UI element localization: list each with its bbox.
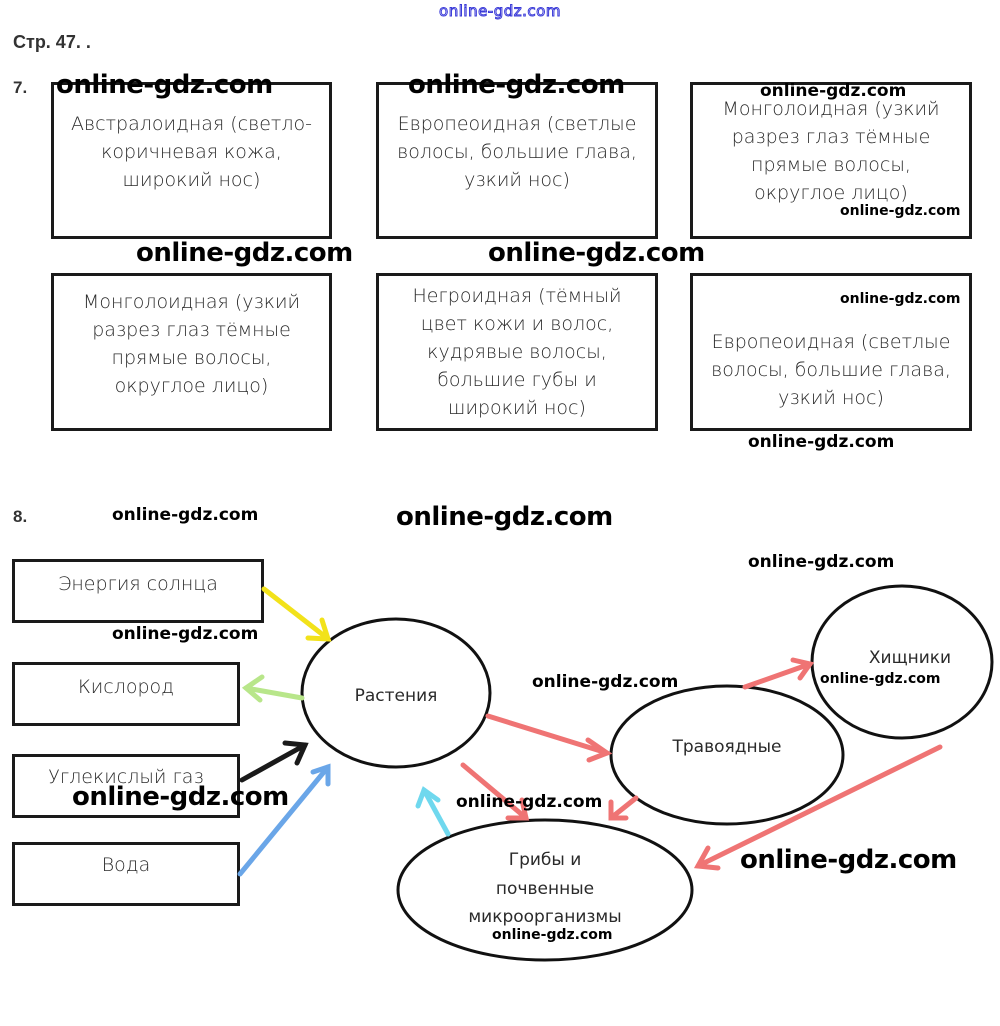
source-label: Кислород xyxy=(77,676,175,698)
watermark: online-gdz.com xyxy=(740,845,957,875)
arrow-herbivores-to-decomposers xyxy=(608,795,639,821)
race-box-1: Австралоидная (светло- коричневая кожа, … xyxy=(51,82,332,239)
plants-label: Растения xyxy=(355,686,438,706)
watermark: online-gdz.com xyxy=(456,792,603,812)
arrow-plants-to-herbivores xyxy=(485,713,613,763)
watermark: online-gdz.com xyxy=(112,624,259,644)
source-box-oxygen: Кислород xyxy=(12,662,240,726)
arrow-decomposers-to-plants xyxy=(415,786,451,837)
node-plants xyxy=(300,617,492,769)
decomposers-label-1: Грибы и xyxy=(509,850,582,870)
race-box-text: Негроидная (тёмный цвет кожи и волос, ку… xyxy=(412,285,622,419)
arrow-plants-to-decomposers xyxy=(460,762,530,821)
arrow-co2-to-plants xyxy=(239,740,309,783)
arrow-predators-to-decomposers xyxy=(693,744,943,871)
source-label: Углекислый газ xyxy=(48,766,204,788)
watermark: online-gdz.com xyxy=(56,70,273,100)
watermark: online-gdz.com xyxy=(136,238,353,268)
watermark: online-gdz.com xyxy=(408,70,625,100)
top-watermark: online-gdz.com xyxy=(439,2,561,21)
arrow-herbivores-to-predators xyxy=(742,657,815,690)
node-decomposers xyxy=(396,818,694,962)
source-box-co2: Углекислый газ xyxy=(12,754,240,818)
decomposers-label-2: почвенные xyxy=(496,879,594,899)
watermark: online-gdz.com xyxy=(748,432,895,452)
race-box-2: Европеоидная (светлые волосы, большие гл… xyxy=(376,82,658,239)
race-box-3: Монголоидная (узкий разрез глаз тёмные п… xyxy=(690,82,972,239)
race-box-text: Австралоидная (светло- коричневая кожа, … xyxy=(71,113,312,191)
decomposers-label-3: микроорганизмы xyxy=(468,907,621,927)
race-box-text: Европеоидная (светлые волосы, большие гл… xyxy=(397,113,637,191)
predators-label: Хищники xyxy=(869,648,951,668)
watermark: online-gdz.com xyxy=(532,672,679,692)
watermark: online-gdz.com xyxy=(112,505,259,525)
race-box-4: Монголоидная (узкий разрез глаз тёмные п… xyxy=(51,273,332,431)
race-box-text: Монголоидная (узкий разрез глаз тёмные п… xyxy=(82,291,301,397)
watermark: online-gdz.com xyxy=(72,782,289,812)
source-label: Вода xyxy=(101,854,151,876)
arrow-sun-to-plants xyxy=(261,586,332,642)
task-8-number: 8. xyxy=(13,507,28,526)
source-box-sun: Энергия солнца xyxy=(12,559,264,623)
race-box-text: Европеоидная (светлые волосы, большие гл… xyxy=(711,331,951,409)
race-box-5: Негроидная (тёмный цвет кожи и волос, ку… xyxy=(376,273,658,431)
page-label: Стр. 47. . xyxy=(13,32,91,52)
task-7-number: 7. xyxy=(13,78,28,97)
watermark: online-gdz.com xyxy=(488,238,705,268)
arrow-water-to-plants xyxy=(237,763,331,877)
source-label: Энергия солнца xyxy=(58,573,218,595)
watermark: online-gdz.com xyxy=(760,81,907,101)
arrow-plants-to-oxygen xyxy=(241,674,305,703)
watermark: online-gdz.com xyxy=(492,927,613,943)
race-box-text: Монголоидная (узкий разрез глаз тёмные п… xyxy=(722,98,940,204)
herbivores-label: Травоядные xyxy=(672,737,782,757)
node-herbivores xyxy=(609,684,845,826)
watermark: online-gdz.com xyxy=(820,671,941,687)
watermark: online-gdz.com xyxy=(748,552,895,572)
watermark: online-gdz.com xyxy=(840,203,961,219)
race-box-6: Европеоидная (светлые волосы, большие гл… xyxy=(690,273,972,431)
watermark: online-gdz.com xyxy=(840,291,961,307)
watermark: online-gdz.com xyxy=(396,502,613,532)
